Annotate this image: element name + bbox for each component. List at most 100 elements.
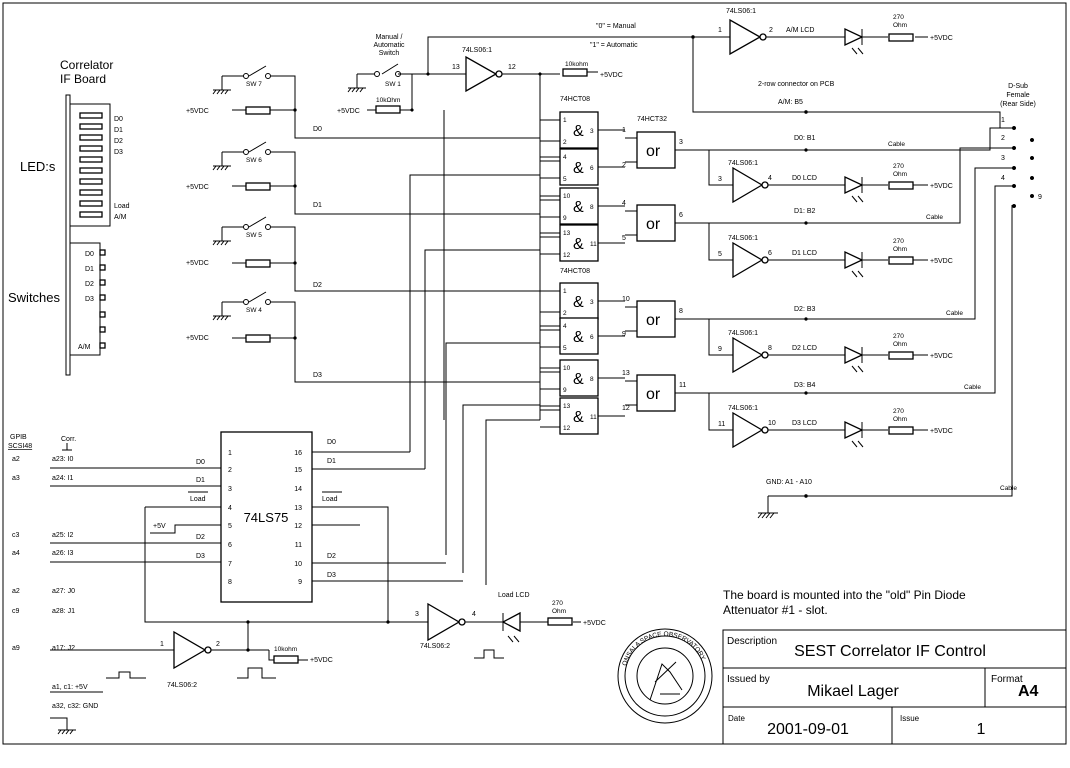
and-pin-in-a: 4 bbox=[563, 323, 567, 330]
led-diode bbox=[844, 345, 864, 365]
or-output-wire bbox=[675, 127, 1014, 151]
gpib-corr-pin: a28: J1 bbox=[52, 608, 75, 615]
and-pin-out: 3 bbox=[590, 128, 594, 135]
gpib-note-1: a1, c1: +5V bbox=[52, 684, 88, 691]
dsub-pin-dot bbox=[1029, 193, 1035, 199]
latch-pin-left: 8 bbox=[228, 579, 232, 586]
led-bar bbox=[79, 211, 103, 218]
and-gates: 74HCT08 74HCT08 &123&456&1098&131211&123… bbox=[540, 96, 625, 435]
driver-res-bot: Ohm bbox=[893, 341, 907, 348]
switch-wire bbox=[221, 141, 540, 215]
mount-note-1: The board is mounted into the "old" Pin … bbox=[723, 588, 966, 602]
led-resistor bbox=[888, 351, 914, 360]
issued-value: Mikael Lager bbox=[807, 683, 899, 700]
and-gate-body bbox=[559, 359, 599, 397]
dip-switches: SW 7 SW 6 SW 5 SW 4 +5VDC +5VDC +5VDC +5… bbox=[186, 65, 540, 383]
led-label-d0: D0 bbox=[114, 116, 123, 123]
gpib-header-2: SCSI48 bbox=[8, 443, 32, 450]
driver-inverter bbox=[732, 166, 764, 204]
and-pin-in-b: 9 bbox=[563, 387, 567, 394]
connector-note: 2-row connector on PCB bbox=[758, 81, 835, 88]
title-block: Description SEST Correlator IF Control I… bbox=[722, 629, 1067, 745]
junction-dot bbox=[293, 261, 297, 265]
or-b-label: D0: B1 bbox=[794, 135, 816, 142]
and-pin-out: 11 bbox=[590, 241, 597, 248]
led-diode bbox=[844, 420, 864, 440]
dsub-pin-dot bbox=[1029, 137, 1035, 143]
led-bar bbox=[79, 178, 103, 185]
and-pin-in-b: 2 bbox=[563, 139, 567, 146]
latch-pin-right: 13 bbox=[294, 505, 302, 512]
led-diode bbox=[844, 250, 864, 270]
led-diode bbox=[844, 175, 864, 195]
board-edge bbox=[65, 94, 71, 376]
latch-bus bbox=[445, 342, 540, 555]
and-pin-in-a: 4 bbox=[563, 154, 567, 161]
manual-switch-label-1: Manual / bbox=[376, 34, 403, 41]
switch-label-d3: D3 bbox=[85, 296, 94, 303]
latch-out-d0: D0 bbox=[327, 439, 336, 446]
switch-contact bbox=[243, 224, 249, 230]
switch-pad bbox=[99, 342, 106, 349]
am-output-wire bbox=[806, 111, 1001, 128]
dsub-pins bbox=[1011, 125, 1035, 209]
gpib-corr-pin: a26: I3 bbox=[52, 550, 74, 557]
issued-label: Issued by bbox=[727, 674, 770, 685]
driver-pin-in: 9 bbox=[718, 346, 722, 353]
am-inverter-pin-in: 1 bbox=[718, 27, 722, 34]
cable-label-2: Cable bbox=[926, 214, 943, 221]
load-led-res-top: 270 bbox=[552, 600, 563, 607]
switch-resistor bbox=[245, 334, 271, 343]
load-inverter-resistor bbox=[273, 655, 299, 664]
latch-in-d1: D1 bbox=[196, 477, 205, 484]
ground-symbol bbox=[212, 89, 231, 95]
and-pin-in-b: 5 bbox=[563, 176, 567, 183]
gpib-corr-pin: a27: J0 bbox=[52, 588, 75, 595]
switch-contact bbox=[243, 149, 249, 155]
driver-vcc: +5VDC bbox=[930, 183, 953, 190]
switch-resistor bbox=[245, 259, 271, 268]
driver-pin-out: 10 bbox=[768, 420, 776, 427]
latch-bus bbox=[409, 174, 540, 452]
load-inverter-pin-out: 2 bbox=[216, 641, 220, 648]
or-pin-out: 3 bbox=[679, 139, 683, 146]
latch-pin-left: 1 bbox=[228, 450, 232, 457]
am-inverter-name: 74LS06:1 bbox=[726, 8, 756, 15]
or-gate-body bbox=[636, 131, 676, 169]
and-gate-wire bbox=[540, 195, 625, 218]
latch-bus bbox=[462, 404, 540, 573]
switch-pad bbox=[99, 279, 106, 286]
or-output-wire bbox=[675, 167, 1014, 320]
dsub-title-3: (Rear Side) bbox=[1000, 101, 1036, 108]
sw5-name: SW 5 bbox=[246, 232, 262, 239]
inverter-main-pin-in: 13 bbox=[452, 64, 460, 71]
driver-pin-in: 5 bbox=[718, 251, 722, 258]
or-b-label: D2: B3 bbox=[794, 306, 816, 313]
load-led-resistor bbox=[547, 617, 573, 626]
desc-label: Description bbox=[727, 636, 777, 647]
driver-bubble bbox=[761, 256, 769, 264]
led-label-am: A/M bbox=[114, 214, 127, 221]
or-b-label: D1: B2 bbox=[794, 208, 816, 215]
or-output-wire bbox=[675, 147, 1014, 224]
manual-switch-label-3: Switch bbox=[379, 50, 400, 57]
manual-auto-switch: Manual / Automatic Switch SW 1 +5VDC 10k… bbox=[337, 34, 693, 115]
load-section: 74LS06:2 1 2 10kohm +5VDC 74LS06:2 3 4 L… bbox=[106, 592, 606, 689]
latch-in-d2: D2 bbox=[196, 534, 205, 541]
switch-contact bbox=[243, 299, 249, 305]
driver-name: 74LS06:1 bbox=[728, 405, 758, 412]
mode-auto-label: "1" = Automatic bbox=[590, 42, 638, 49]
driver-res-bot: Ohm bbox=[893, 246, 907, 253]
switch-contact bbox=[265, 224, 271, 230]
switch-label-d0: D0 bbox=[85, 251, 94, 258]
or-b-label: D3: B4 bbox=[794, 382, 816, 389]
switch-label-am: A/M bbox=[78, 344, 91, 351]
led-rays bbox=[851, 365, 864, 373]
or-pin-in-a: 13 bbox=[622, 370, 630, 377]
driver-pin-out: 8 bbox=[768, 345, 772, 352]
sheet-border bbox=[2, 2, 1067, 745]
latch-wire bbox=[144, 506, 388, 623]
led-rays bbox=[851, 440, 864, 448]
